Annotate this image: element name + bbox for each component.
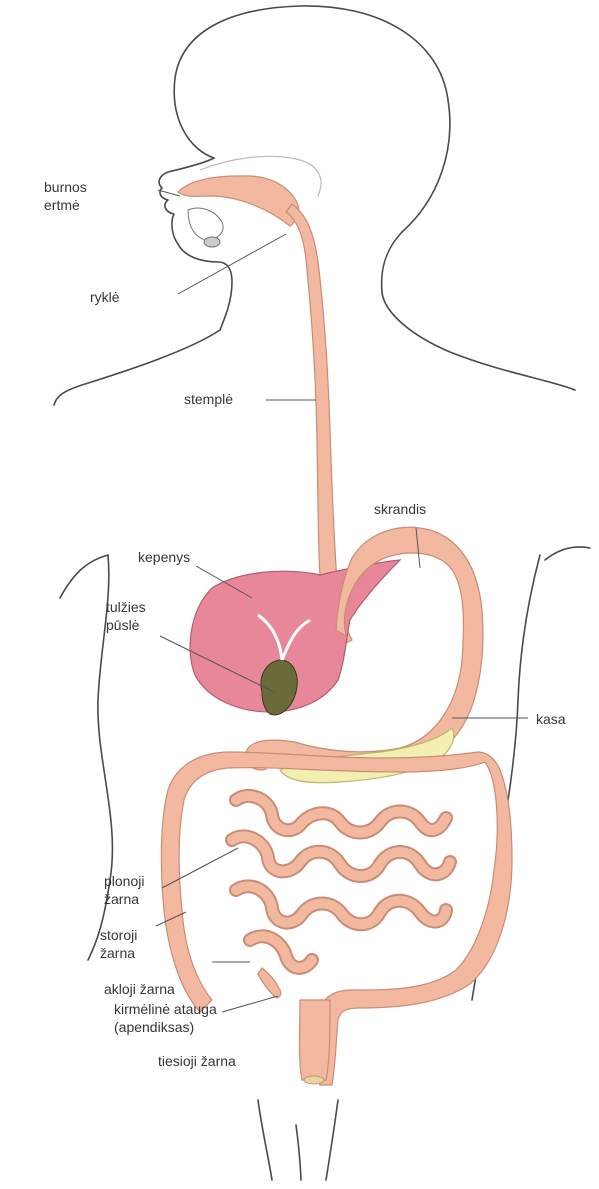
label-kirmeline-line2: (apendiksas) — [114, 1018, 217, 1036]
label-tulzies-line1: tulžies — [106, 598, 146, 616]
appendix — [258, 968, 281, 998]
label-skrandis: skrandis — [374, 500, 426, 518]
label-kepenys: kepenys — [138, 548, 190, 566]
right-shoulder — [382, 292, 575, 390]
label-storoji-line2: žarna — [100, 944, 137, 962]
label-plonoji-line1: plonoji — [104, 872, 144, 890]
label-burnos-ertme: burnos ertmė — [44, 178, 87, 214]
label-burnos-line2: ertmė — [44, 196, 87, 214]
tongue — [188, 208, 223, 240]
label-tulzies-line2: pūslė — [106, 616, 146, 634]
leader-kirmeline — [222, 996, 278, 1012]
label-stemple: stemplė — [184, 390, 233, 408]
label-tulzies-pusle: tulžies pūslė — [106, 598, 146, 634]
label-storoji-line1: storoji — [100, 926, 137, 944]
label-burnos-line1: burnos — [44, 178, 87, 196]
label-storoji-zarna: storoji žarna — [100, 926, 137, 962]
right-torso — [545, 547, 590, 560]
label-kasa: kasa — [536, 710, 566, 728]
rectum — [300, 1000, 331, 1080]
label-tiesioji-zarna: tiesioji žarna — [158, 1052, 236, 1070]
label-kirmeline-atauga: kirmėlinė atauga (apendiksas) — [114, 1000, 217, 1036]
left-leg — [258, 1100, 272, 1180]
right-leg — [326, 1100, 338, 1180]
label-rykle: ryklė — [90, 288, 120, 306]
label-kirmeline-line1: kirmėlinė atauga — [114, 1000, 217, 1018]
anus — [304, 1076, 324, 1084]
label-plonoji-line2: žarna — [104, 890, 144, 908]
label-akloji-zarna: akloji žarna — [104, 980, 175, 998]
label-plonoji-zarna: plonoji žarna — [104, 872, 144, 908]
groin — [296, 1125, 301, 1180]
larynx — [204, 237, 220, 247]
mouth-pharynx — [178, 156, 321, 247]
